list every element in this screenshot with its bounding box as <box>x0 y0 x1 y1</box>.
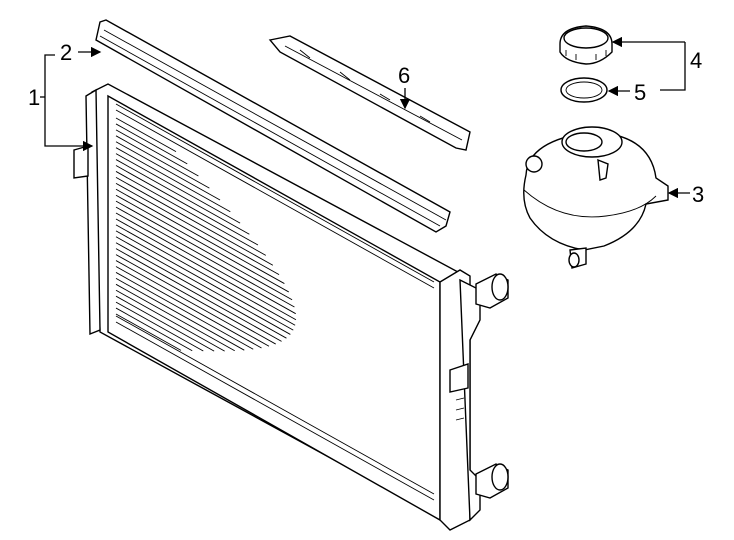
fin-line <box>115 129 199 177</box>
callout-4: 4 <box>611 36 702 91</box>
fin-line <box>115 153 241 224</box>
fin-line <box>115 141 221 201</box>
callout-3: 3 <box>667 182 704 207</box>
callout-label-2: 2 <box>60 40 72 65</box>
upper-seal[interactable] <box>95 19 451 233</box>
coolant-reservoir[interactable] <box>523 126 669 269</box>
fin-line <box>115 224 296 326</box>
fin-line <box>115 117 177 152</box>
fin-line <box>115 218 297 321</box>
fin-line <box>115 277 245 351</box>
fin-line <box>115 242 287 339</box>
fin-line <box>115 171 267 256</box>
fin-line <box>115 313 182 351</box>
fin-line <box>115 307 193 352</box>
fin-line <box>115 266 262 349</box>
fin-line <box>115 283 235 352</box>
fin-line <box>115 248 282 342</box>
reservoir-cap[interactable] <box>559 25 613 65</box>
fin-line <box>115 182 280 276</box>
callout-label-5: 5 <box>634 80 646 105</box>
fin-line <box>115 177 274 266</box>
callout-5: 5 <box>607 80 646 105</box>
callout-1: 1 <box>28 54 94 152</box>
callout-6: 6 <box>398 63 410 110</box>
fin-line <box>115 188 285 284</box>
fin-line <box>115 194 289 293</box>
fin-line <box>115 212 296 315</box>
fin-line <box>115 200 293 301</box>
callout-2: 2 <box>60 40 102 65</box>
fin-line <box>115 289 225 352</box>
fin-line <box>115 135 210 189</box>
fin-line <box>115 272 254 350</box>
fin-line <box>115 159 250 235</box>
fin-line <box>115 165 259 246</box>
cap-o-ring[interactable] <box>560 77 608 103</box>
fin-line <box>115 230 294 331</box>
callout-label-3: 3 <box>692 182 704 207</box>
fin-line <box>115 206 295 308</box>
fin-line <box>115 236 291 335</box>
callout-label-1: 1 <box>28 85 40 110</box>
fin-line <box>115 301 204 352</box>
fin-line <box>115 254 276 345</box>
fin-line <box>115 260 270 347</box>
fin-line <box>115 123 188 165</box>
upper-bracket[interactable] <box>268 35 471 151</box>
radiator[interactable] <box>73 83 509 531</box>
radiator-core-fins <box>115 117 297 352</box>
fin-line <box>115 147 231 213</box>
fin-line <box>115 295 215 352</box>
callout-label-6: 6 <box>398 63 410 88</box>
callout-label-4: 4 <box>690 48 702 73</box>
